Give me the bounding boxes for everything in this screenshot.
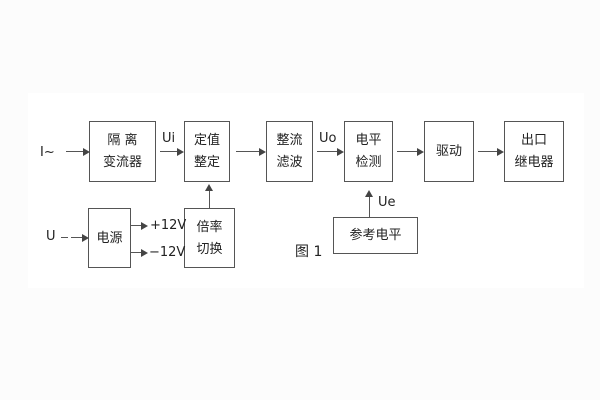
- arrow-right-icon: [177, 148, 184, 156]
- label-ui: Ui: [162, 131, 176, 146]
- arrow-right-icon: [259, 148, 266, 156]
- connector-line: [66, 151, 84, 152]
- block-label: 变流器: [102, 155, 142, 170]
- block-label: 整流: [276, 133, 303, 148]
- arrow-right-icon: [417, 148, 424, 156]
- arrow-up-icon: [365, 190, 373, 197]
- block-label: 定值: [193, 133, 220, 148]
- block-label: 出口: [520, 133, 547, 148]
- block-label: 整定: [193, 155, 220, 170]
- arrow-right-icon: [337, 148, 344, 156]
- block-power-supply: 电源: [88, 208, 131, 268]
- arrow-right-icon: [497, 148, 504, 156]
- block-label: 隔 离: [107, 133, 138, 148]
- arrow-right-icon: [141, 249, 148, 257]
- block-rectifier-filter: 整流 滤波: [266, 121, 313, 182]
- connector-line: [61, 237, 68, 238]
- label-input-voltage: U: [46, 229, 56, 244]
- connector-line: [369, 196, 370, 217]
- block-reference-level: 参考电平: [333, 217, 418, 254]
- label-plus-12v: +12V: [150, 218, 187, 233]
- block-label: 切换: [196, 241, 223, 257]
- connector-line: [131, 252, 141, 253]
- block-label: 滤波: [276, 155, 303, 170]
- block-ratio-switch: 倍率 切换: [184, 208, 235, 268]
- connector-line: [160, 151, 177, 152]
- block-label: 继电器: [514, 155, 554, 170]
- figure-caption: 图 1: [295, 244, 323, 260]
- block-label: 倍率: [196, 219, 223, 235]
- block-label: 驱动: [435, 144, 462, 159]
- arrow-right-icon: [83, 148, 90, 156]
- block-level-detection: 电平 检测: [344, 121, 393, 182]
- block-output-relay: 出口 继电器: [504, 121, 564, 182]
- arrow-right-icon: [82, 234, 89, 242]
- arrow-up-icon: [205, 184, 213, 191]
- connector-line: [209, 190, 210, 208]
- label-input-current: I~: [40, 145, 55, 160]
- block-setting-adjust: 定值 整定: [184, 121, 230, 182]
- connector-line: [397, 151, 417, 152]
- connector-line: [131, 225, 141, 226]
- block-isolation-transformer: 隔 离 变流器: [89, 121, 156, 182]
- label-ue: Ue: [378, 195, 396, 210]
- connector-line: [317, 151, 337, 152]
- block-label: 电源: [96, 230, 123, 246]
- label-uo: Uo: [319, 131, 337, 146]
- block-label: 电平: [355, 133, 382, 148]
- block-drive: 驱动: [424, 121, 474, 182]
- label-minus-12v: −12V: [149, 245, 186, 260]
- block-label: 参考电平: [349, 228, 402, 243]
- connector-line: [236, 151, 259, 152]
- arrow-right-icon: [141, 222, 148, 230]
- block-label: 检测: [355, 155, 382, 170]
- connector-line: [71, 237, 82, 238]
- connector-line: [478, 151, 497, 152]
